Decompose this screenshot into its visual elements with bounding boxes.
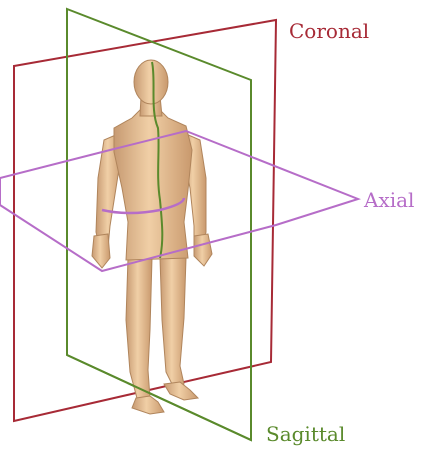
coronal-label: Coronal <box>289 19 369 43</box>
human-figure <box>92 60 212 414</box>
axial-label: Axial <box>363 188 414 212</box>
sagittal-label: Sagittal <box>266 422 345 446</box>
sagittal-plane-front-edge <box>67 355 251 440</box>
